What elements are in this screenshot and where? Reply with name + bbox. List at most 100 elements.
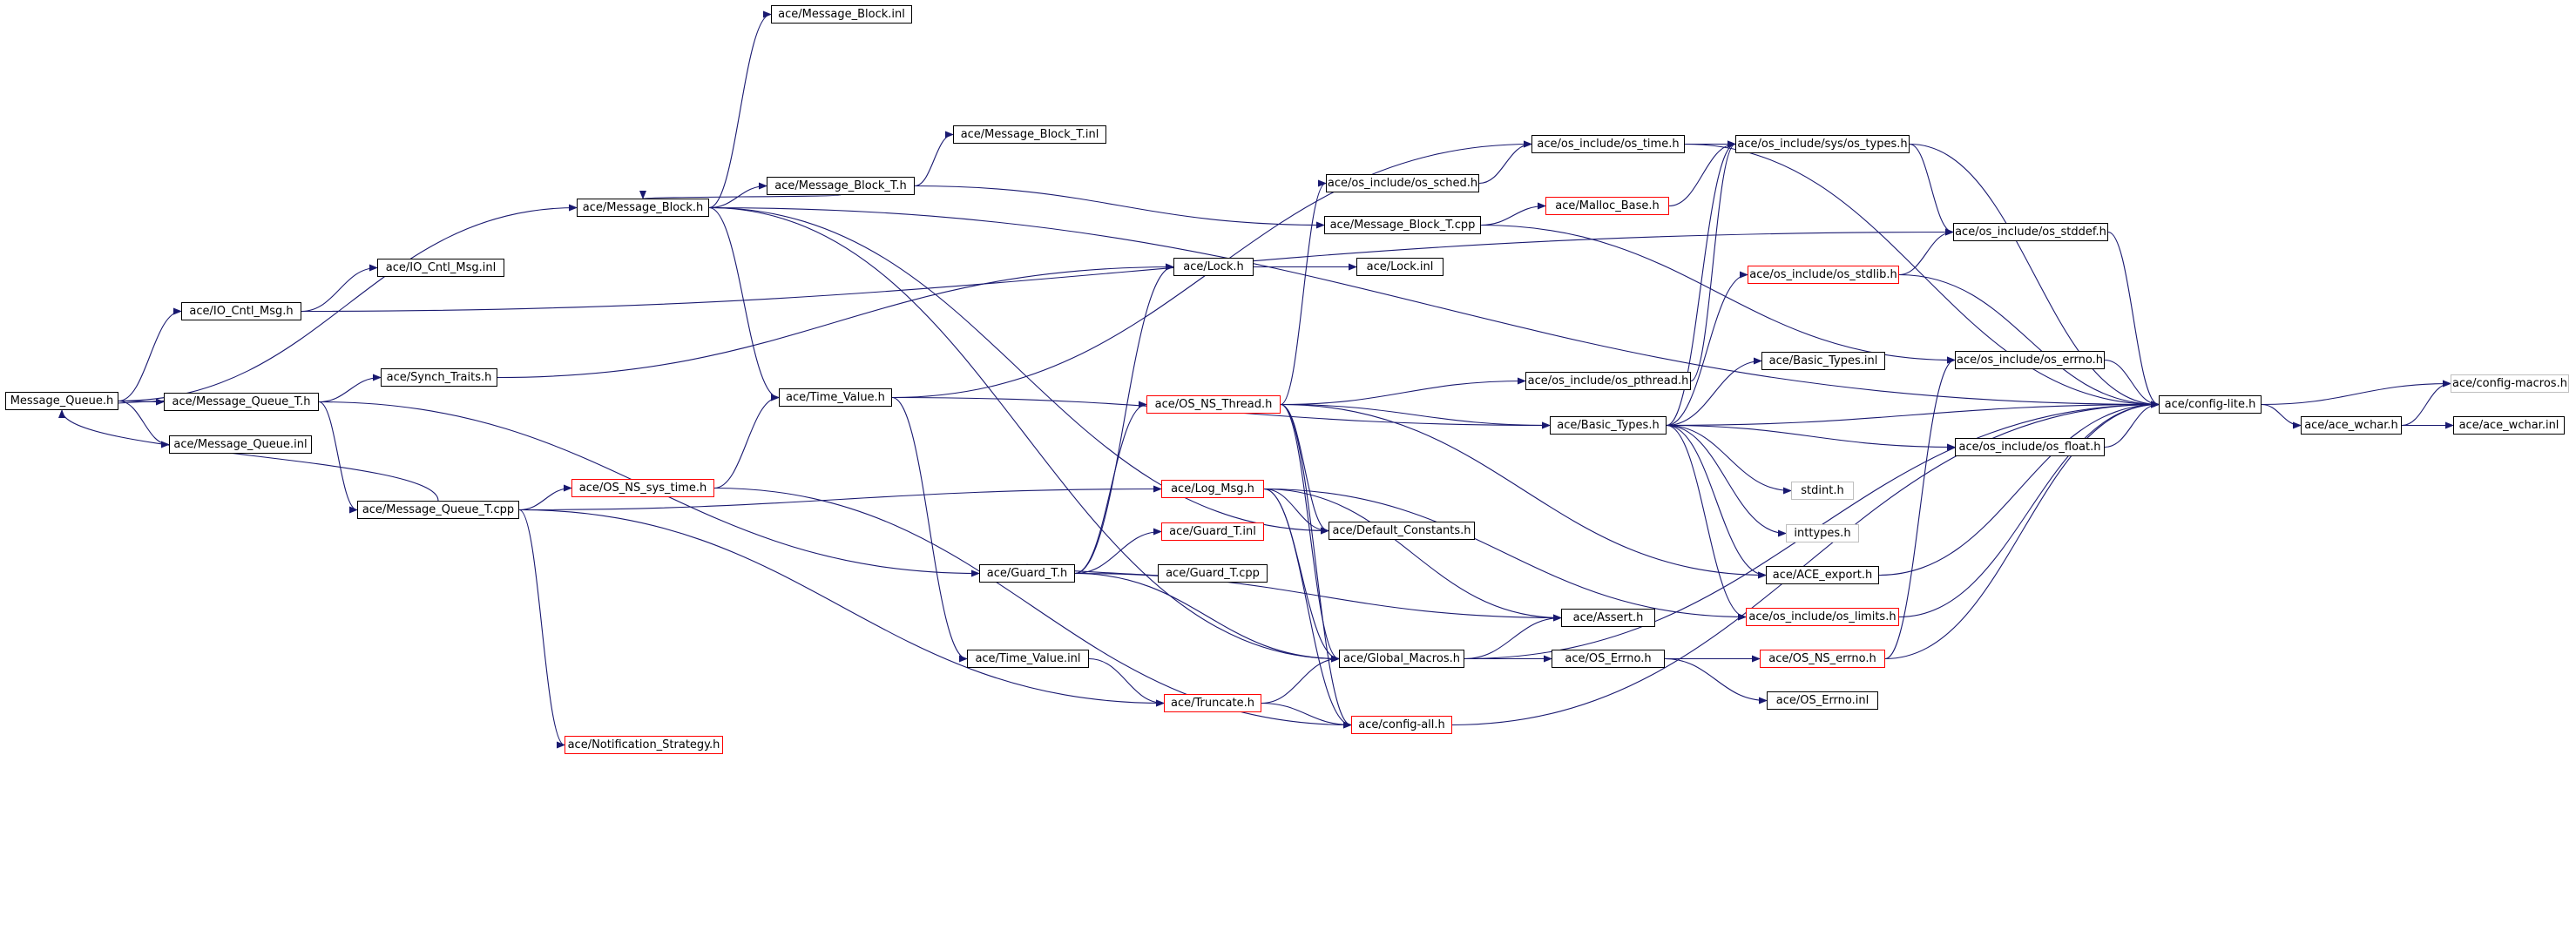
node-os-errno-inl[interactable]: ace/OS_Errno.inl — [1767, 691, 1878, 710]
edge-os_ns_thread_h-to-config_all_h — [1280, 403, 1352, 729]
edge-root-to-msg_queue_t_h — [118, 398, 165, 406]
edge-msg_block_t_h-to-msg_block_t_inl — [914, 131, 954, 187]
edge-malloc_base_h-to-os_types_h — [1668, 140, 1736, 207]
node-config-lite-h[interactable]: ace/config-lite.h — [2159, 395, 2262, 414]
edge-msg_queue_t_cpp-to-notif_strategy_h — [518, 509, 565, 749]
node-os-stddef-h[interactable]: ace/os_include/os_stddef.h — [1953, 223, 2108, 241]
edge-io_cntl_msg_h-to-os_stddef_h — [301, 228, 1954, 313]
node-ace-wchar-inl[interactable]: ace/ace_wchar.inl — [2453, 416, 2565, 435]
node-time-value-inl[interactable]: ace/Time_Value.inl — [967, 650, 1089, 668]
node-message-block-inl[interactable]: ace/Message_Block.inl — [771, 5, 912, 24]
node-config-macros-h[interactable]: ace/config-macros.h — [2451, 374, 2569, 393]
node-os-time-h[interactable]: ace/os_include/os_time.h — [1531, 135, 1685, 153]
edge-log_msg_h-to-default_constants_h — [1263, 488, 1329, 535]
edge-config_all_h-to-config_lite_h — [1451, 401, 2160, 726]
edge-guard_t_h-to-os_ns_thread_h — [1074, 401, 1147, 575]
node-os-ns-thread-h[interactable]: ace/OS_NS_Thread.h — [1146, 395, 1281, 414]
edge-truncate_h-to-config_all_h — [1261, 702, 1352, 729]
node-os-limits-h[interactable]: ace/os_include/os_limits.h — [1746, 608, 1899, 626]
edge-time_value_inl-to-truncate_h — [1088, 657, 1165, 707]
edge-msg_queue_t_h-to-synch_traits_h — [318, 374, 382, 403]
edge-os_limits_h-to-config_lite_h — [1898, 401, 2160, 618]
node-time-value-h[interactable]: ace/Time_Value.h — [779, 388, 892, 407]
edge-basic_types_h-to-ace_export_h — [1666, 424, 1767, 579]
edge-msg_block_h-to-msg_block_inl — [708, 10, 772, 209]
node-lock-h[interactable]: ace/Lock.h — [1173, 258, 1254, 276]
edge-log_msg_h-to-global_macros_h — [1263, 488, 1340, 663]
edge-os_types_h-to-os_stddef_h — [1909, 143, 1954, 236]
node-os-types-h[interactable]: ace/os_include/sys/os_types.h — [1735, 135, 1910, 153]
node-os-ns-errno-h[interactable]: ace/OS_NS_errno.h — [1760, 650, 1885, 668]
edge-os_errno2_h-to-os_errno_inl — [1664, 657, 1768, 704]
edge-os_float_h-to-config_lite_h — [2104, 401, 2160, 448]
edge-basic_types_h-to-os_stdlib_h — [1666, 271, 1748, 427]
edge-os_ns_sys_time_h-to-time_value_h — [713, 394, 780, 489]
node-guard-t-inl[interactable]: ace/Guard_T.inl — [1161, 522, 1264, 541]
node-guard-t-h[interactable]: ace/Guard_T.h — [979, 564, 1075, 583]
edge-basic_types_h-to-os_limits_h — [1666, 424, 1747, 621]
edge-ace_wchar_h-to-config_macros_h — [2401, 380, 2451, 427]
node-os-errno-h-2[interactable]: ace/OS_Errno.h — [1552, 650, 1665, 668]
node-lock-inl[interactable]: ace/Lock.inl — [1356, 258, 1444, 276]
node-basic-types-h[interactable]: ace/Basic_Types.h — [1550, 416, 1667, 435]
node-os-float-h[interactable]: ace/os_include/os_float.h — [1955, 438, 2105, 456]
node-basic-types-inl[interactable]: ace/Basic_Types.inl — [1761, 352, 1885, 370]
node-config-all-h[interactable]: ace/config-all.h — [1351, 716, 1452, 734]
edge-guard_t_h-to-global_macros_h — [1074, 572, 1340, 663]
edge-os_ns_thread_h-to-ace_export_h — [1280, 403, 1767, 579]
node-message-queue-inl[interactable]: ace/Message_Queue.inl — [169, 435, 312, 454]
node-os-errno-h[interactable]: ace/os_include/os_errno.h — [1955, 351, 2105, 369]
node-message-queue-t-cpp[interactable]: ace/Message_Queue_T.cpp — [357, 501, 519, 519]
edge-basic_types_h-to-config_lite_h — [1666, 401, 2160, 427]
edge-os_ns_thread_h-to-global_macros_h — [1280, 403, 1340, 663]
edge-os_types_h-to-config_lite_h — [1909, 143, 2160, 408]
node-os-sched-h[interactable]: ace/os_include/os_sched.h — [1326, 174, 1479, 192]
edge-os_ns_thread_h-to-os_pthread_h — [1280, 377, 1526, 406]
node-stdint-h[interactable]: stdint.h — [1791, 482, 1854, 500]
node-notification-strategy-h[interactable]: ace/Notification_Strategy.h — [565, 736, 723, 754]
node-synch-traits-h[interactable]: ace/Synch_Traits.h — [381, 368, 497, 387]
edge-msg_block_t_cpp-to-os_errno_h — [1480, 224, 1956, 364]
edge-root-to-io_cntl_msg_h — [118, 307, 182, 402]
edge-log_msg_h-to-os_limits_h — [1263, 488, 1747, 621]
edge-msg_queue_t_cpp-to-os_ns_sys_time_h — [518, 484, 572, 511]
edge-os_errno_h-to-config_lite_h — [2104, 359, 2160, 408]
node-global-macros-h[interactable]: ace/Global_Macros.h — [1339, 650, 1464, 668]
edge-os_ns_thread_h-to-default_constants_h — [1280, 403, 1329, 535]
node-message-block-h[interactable]: ace/Message_Block.h — [577, 199, 709, 217]
node-truncate-h[interactable]: ace/Truncate.h — [1164, 694, 1261, 712]
node-assert-h[interactable]: ace/Assert.h — [1561, 609, 1655, 627]
node-log-msg-h[interactable]: ace/Log_Msg.h — [1161, 480, 1264, 498]
edge-msg_queue_t_cpp-to-log_msg_h — [518, 485, 1162, 511]
node-message-block-t-h[interactable]: ace/Message_Block_T.h — [767, 177, 915, 195]
edge-os_time_h-to-config_lite_h — [1684, 143, 2160, 408]
node-message-queue-h[interactable]: Message_Queue.h — [5, 392, 118, 410]
node-ace-export-h[interactable]: ace/ACE_export.h — [1766, 566, 1879, 584]
node-io-cntl-msg-inl[interactable]: ace/IO_Cntl_Msg.inl — [377, 259, 504, 277]
node-message-block-t-cpp[interactable]: ace/Message_Block_T.cpp — [1324, 216, 1481, 234]
node-os-ns-sys-time-h[interactable]: ace/OS_NS_sys_time.h — [571, 479, 714, 497]
edge-msg_block_t_cpp-to-malloc_base_h — [1480, 202, 1546, 226]
node-io-cntl-msg-h[interactable]: ace/IO_Cntl_Msg.h — [181, 302, 301, 320]
node-message-block-t-inl[interactable]: ace/Message_Block_T.inl — [953, 125, 1106, 144]
edge-os_stdlib_h-to-os_stddef_h — [1898, 228, 1954, 276]
node-inttypes-h[interactable]: inttypes.h — [1786, 524, 1859, 542]
edge-os_ns_thread_h-to-basic_types_h — [1280, 403, 1551, 429]
edge-os_pthread_h-to-os_types_h — [1690, 140, 1736, 382]
node-message-queue-t-h[interactable]: ace/Message_Queue_T.h — [164, 393, 319, 411]
edge-os_sched_h-to-os_time_h — [1478, 140, 1532, 185]
edge-io_cntl_msg_h-to-io_cntl_msg_inl — [301, 264, 378, 313]
node-malloc-base-h[interactable]: ace/Malloc_Base.h — [1545, 197, 1669, 215]
edge-basic_types_h-to-os_float_h — [1666, 424, 1956, 451]
node-os-stdlib-h[interactable]: ace/os_include/os_stdlib.h — [1748, 266, 1899, 284]
node-guard-t-cpp[interactable]: ace/Guard_T.cpp — [1158, 564, 1268, 583]
edge-os_stddef_h-to-config_lite_h — [2107, 231, 2160, 408]
edge-msg_queue_t_cpp-to-truncate_h — [518, 509, 1165, 707]
node-default-constants-h[interactable]: ace/Default_Constants.h — [1329, 522, 1475, 540]
node-os-pthread-h[interactable]: ace/os_include/os_pthread.h — [1525, 372, 1691, 390]
edge-config_lite_h-to-ace_wchar_h — [2261, 403, 2302, 429]
node-ace-wchar-h[interactable]: ace/ace_wchar.h — [2301, 416, 2402, 435]
edge-guard_t_h-to-lock_h — [1074, 263, 1174, 575]
